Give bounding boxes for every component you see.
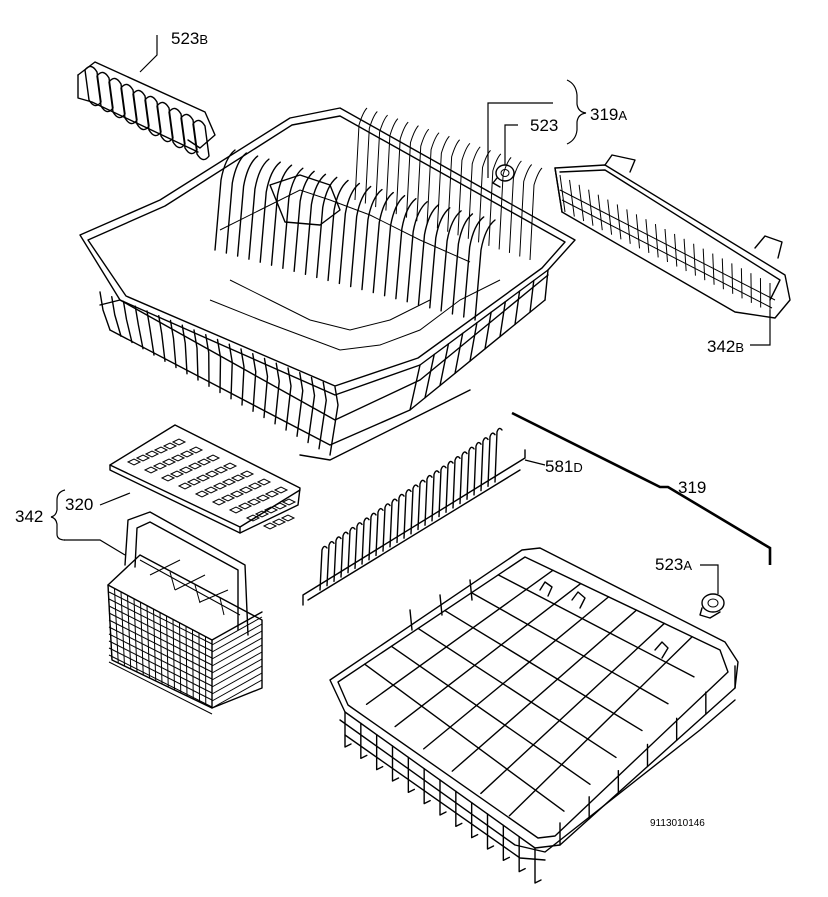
- leader-523b: [140, 35, 157, 72]
- reference-number: 9113010146: [650, 818, 705, 829]
- label-319: 319: [678, 478, 706, 497]
- label-320: 320: [65, 495, 93, 514]
- cutlery-basket-342: [108, 512, 262, 714]
- cup-shelf-342b: [555, 155, 790, 318]
- roller-523: [493, 165, 514, 187]
- upper-basket: [80, 108, 575, 460]
- label-523: 523: [530, 116, 558, 135]
- label-342: 342: [15, 507, 43, 526]
- wheel-523a: [700, 594, 724, 618]
- leader-581d: [525, 460, 545, 465]
- leader-523: [505, 125, 518, 165]
- leader-523-top: [488, 103, 553, 178]
- label-581d: 581D: [545, 457, 583, 476]
- label-319a: 319A: [590, 105, 627, 124]
- leader-320: [100, 493, 130, 505]
- rack-comb-523b: [78, 62, 215, 160]
- leader-342: [64, 540, 125, 555]
- leader-523a: [700, 565, 718, 594]
- label-523b: 523B: [171, 29, 208, 48]
- lower-basket: [330, 548, 738, 883]
- bracket-319a: [567, 80, 586, 144]
- label-342b: 342B: [707, 337, 744, 356]
- bracket-319: [512, 413, 770, 565]
- bracket-342: [51, 490, 65, 540]
- label-523a: 523A: [655, 555, 692, 574]
